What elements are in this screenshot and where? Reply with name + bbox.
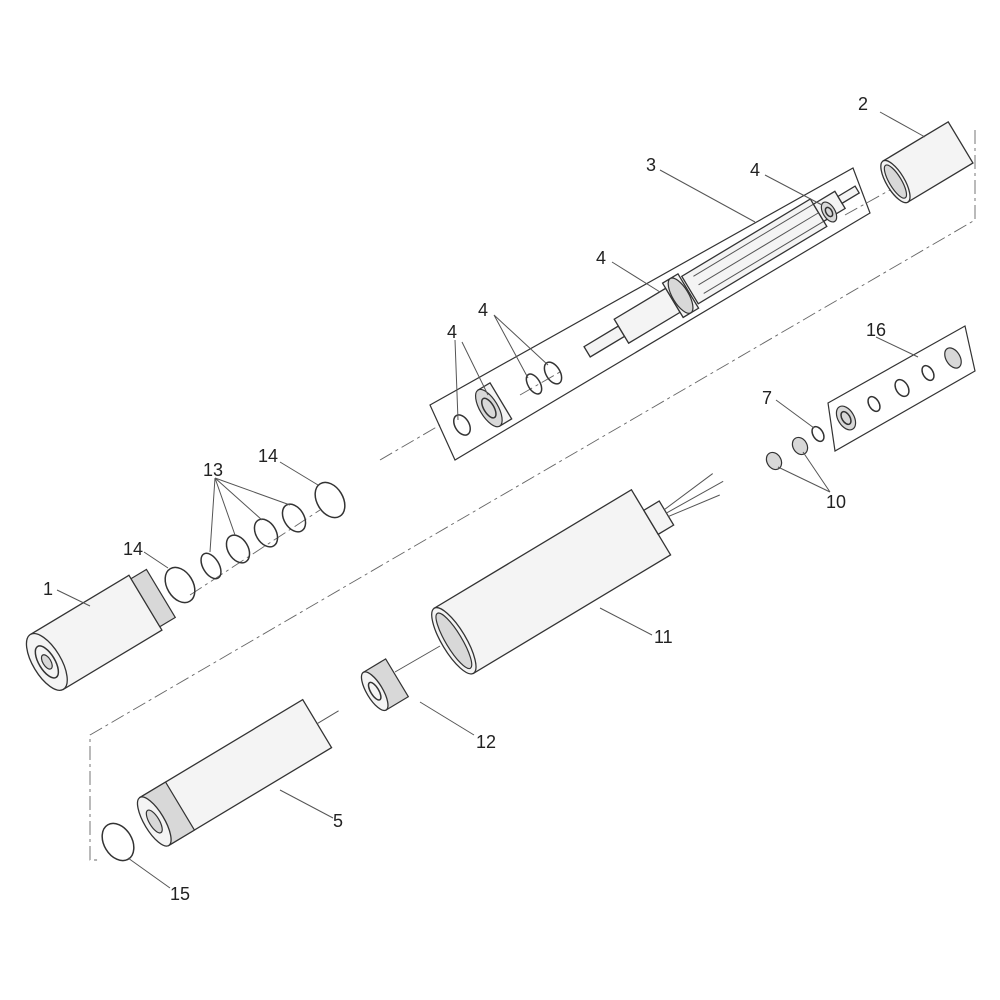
part-10-nuts <box>765 436 809 471</box>
part-4-bearing-large <box>474 381 513 428</box>
part-2-sleeve <box>880 120 974 204</box>
callout-4-middle: 4 <box>596 248 606 268</box>
part-4-bearing-top <box>820 201 838 223</box>
callout-4-left: 4 <box>447 322 457 342</box>
assembly-16-box <box>827 325 976 452</box>
callout-13: 13 <box>203 460 223 480</box>
callout-5: 5 <box>333 811 343 831</box>
part-3-rotor-shaft <box>583 185 861 358</box>
part-15-ring <box>101 822 135 862</box>
callout-3: 3 <box>646 155 656 175</box>
part-13-washers <box>200 503 307 580</box>
part-12-rotor-magnet <box>360 658 410 712</box>
callout-16: 16 <box>866 320 886 340</box>
callout-4-top: 4 <box>750 160 760 180</box>
callout-14-right: 14 <box>258 446 278 466</box>
part-14-ring-right <box>314 481 346 519</box>
callout-11: 11 <box>654 627 673 647</box>
assembly-axis-lines <box>89 130 976 861</box>
part-4-circlip-b <box>525 373 543 395</box>
part-5-motor-body <box>136 698 339 847</box>
part-16-seal-stack <box>835 347 962 431</box>
assembly-3-box <box>429 167 871 461</box>
part-7-ring <box>811 425 825 443</box>
part-4-circlip-a <box>452 414 472 436</box>
callout-12: 12 <box>476 732 496 752</box>
part-11-stator-housing <box>431 473 724 675</box>
callout-7: 7 <box>762 388 772 408</box>
callout-15: 15 <box>170 884 190 904</box>
callout-10: 10 <box>826 492 846 512</box>
part-14-ring-left <box>164 566 196 604</box>
callout-1: 1 <box>43 579 53 599</box>
callout-14-left: 14 <box>123 539 143 559</box>
part-11-shaft <box>394 645 441 673</box>
part-1-end-cap <box>25 568 177 691</box>
callout-2: 2 <box>858 94 868 114</box>
callout-4-pair: 4 <box>478 300 488 320</box>
part-4-ring-c <box>543 361 563 385</box>
leader-lines <box>56 111 926 889</box>
